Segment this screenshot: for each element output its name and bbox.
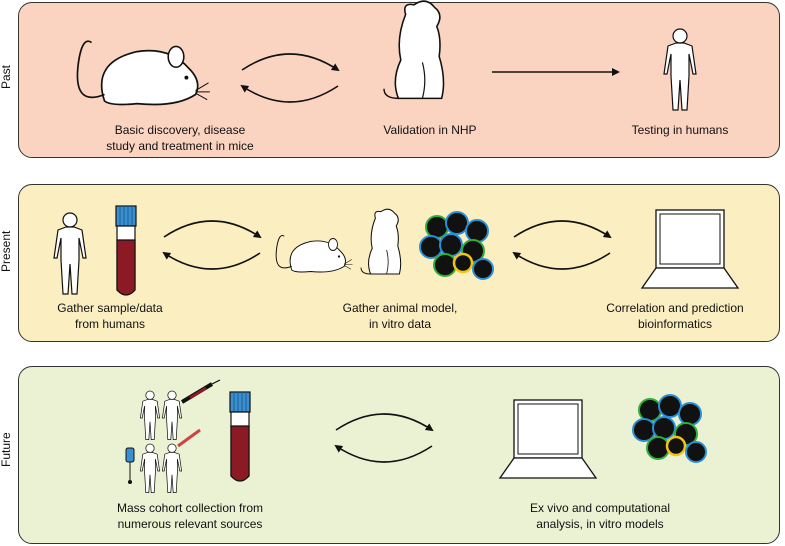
- blood-tube-icon: [115, 205, 137, 296]
- blood-tube-icon: [229, 391, 251, 482]
- swab-icon: [177, 428, 201, 448]
- human-icon: [53, 212, 87, 295]
- human-icon: [663, 28, 697, 111]
- caption-mass-cohort: Mass cohort collection from numerous rel…: [116, 501, 264, 531]
- cycle-arrows-icon: [336, 414, 432, 462]
- caption-bioinformatics: Correlation and prediction bioinformatic…: [606, 301, 744, 331]
- cells-icon: [419, 211, 494, 280]
- laptop-icon: [641, 209, 739, 289]
- laptop-icon: [499, 399, 597, 479]
- cycle-arrows-icon: [242, 54, 338, 102]
- cohort-humans-icon: [140, 390, 182, 493]
- mouse-icon: [275, 235, 353, 273]
- caption-gather-animal: Gather animal model, in vitro data: [342, 301, 458, 331]
- iv-bag-icon: [125, 447, 135, 484]
- caption-mice: Basic discovery, disease study and treat…: [106, 123, 254, 153]
- syringe-icon: [180, 379, 221, 404]
- cells-icon: [632, 394, 707, 463]
- cycle-arrows-icon: [514, 221, 610, 269]
- caption-nhp: Validation in NHP: [383, 123, 477, 137]
- monkey-icon: [360, 208, 402, 275]
- caption-humans: Testing in humans: [631, 123, 729, 137]
- mouse-icon: [76, 40, 211, 106]
- caption-ex-vivo: Ex vivo and computational analysis, in v…: [529, 501, 671, 531]
- monkey-icon: [383, 0, 445, 100]
- caption-gather-human: Gather sample/data from humans: [57, 301, 163, 331]
- cycle-arrows-icon: [164, 221, 260, 269]
